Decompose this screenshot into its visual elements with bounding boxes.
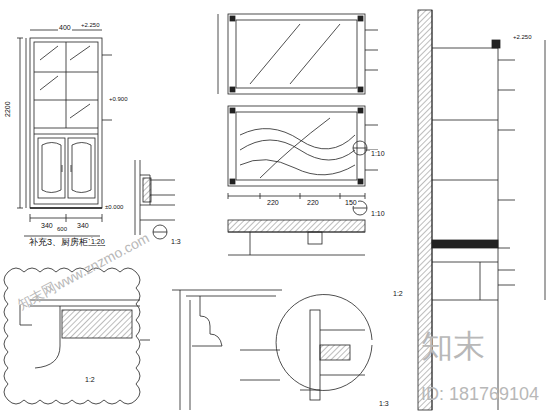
dimension-label: 1:10 <box>370 150 386 157</box>
dimension-label: 600 <box>56 226 68 232</box>
cabinet-elevation <box>17 30 112 236</box>
moulding-detail <box>172 290 282 410</box>
dimension-label: +2.250 <box>80 22 101 28</box>
dimension-label: 1:20 <box>90 238 106 245</box>
dimension-label: +0.900 <box>108 96 129 102</box>
dimension-label: 340 <box>40 222 54 229</box>
dimension-label: 1:3 <box>378 400 390 407</box>
dimension-label: 400 <box>58 24 72 31</box>
wall-section <box>418 10 545 410</box>
cloud-detail <box>4 268 150 404</box>
dimension-label: 1:3 <box>170 238 182 245</box>
dimension-label: 1:10 <box>370 210 386 217</box>
dimension-label: 220 <box>266 199 280 206</box>
dimension-label: 340 <box>76 222 90 229</box>
dimension-label: 220 <box>306 199 320 206</box>
dimension-label: 1:2 <box>84 376 96 383</box>
watermark: ID: 181769104 <box>420 385 540 403</box>
section-detail <box>135 160 175 239</box>
circle-detail <box>276 295 372 400</box>
dimension-label: ±0.000 <box>104 204 124 210</box>
dimension-label: 150 <box>344 199 358 206</box>
dimension-label: +2.250 <box>512 34 533 40</box>
watermark: 知末 <box>420 330 486 362</box>
mirror-elevation <box>218 14 378 215</box>
dimension-label: 1:2 <box>392 290 404 297</box>
dimension-label: 2200 <box>4 100 11 118</box>
plan-section <box>228 220 365 255</box>
